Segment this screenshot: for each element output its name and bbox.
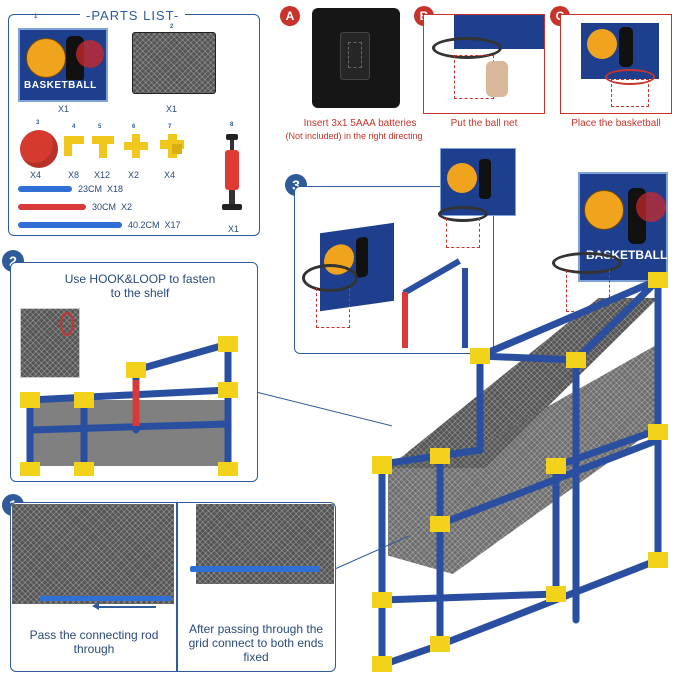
part-8-number: 8 [230, 122, 234, 128]
net-qty: X1 [166, 104, 178, 114]
corner-joint-part-image [160, 134, 184, 158]
floating-backboard-image [440, 148, 516, 216]
part-4-number: 4 [72, 124, 76, 130]
rod-23cm [18, 186, 72, 192]
part-6-number: 6 [132, 124, 136, 130]
step-b-caption: Put the ball net [450, 118, 518, 129]
parts-list-title: -PARTS LIST- [80, 8, 186, 23]
backboard-qty: X1 [58, 104, 70, 114]
step-c-image [560, 14, 672, 114]
ball-part-image [20, 130, 58, 168]
elbow-joint-part-image [64, 136, 84, 156]
step-a-note: (Not included) in the right directing [285, 131, 423, 141]
cross-joint-part-image [124, 134, 148, 158]
step-3-frame-red [402, 292, 408, 348]
part-1-number: 1 [34, 14, 38, 20]
part-3-number: 3 [36, 120, 40, 126]
step-c-caption: Place the basketball [571, 118, 661, 129]
step-1-left-image [12, 504, 174, 604]
arrow-left-icon [96, 606, 156, 608]
part-2-number: 2 [170, 24, 174, 30]
step-2-frame [20, 336, 238, 476]
net-part-image [132, 32, 216, 94]
rod-40cm [18, 222, 122, 228]
pump-qty: X1 [228, 224, 240, 234]
main-frame [372, 272, 668, 672]
ball-qty: X4 [30, 170, 42, 180]
step-3-rim [302, 264, 358, 292]
step-a-caption: Insert 3x1 5AAA batteries [303, 118, 417, 129]
basketball-logo-icon [26, 38, 66, 78]
main-rim [552, 252, 622, 274]
backboard-part-image: BASKETBALL [18, 28, 108, 102]
connecting-rod-left [40, 596, 172, 601]
part-5-number: 5 [98, 124, 102, 130]
step-1-right-image [196, 504, 334, 584]
step-1-right-caption: After passing through the grid connect t… [188, 622, 324, 664]
floating-rim [438, 206, 488, 222]
rod-40cm-label: 40.2CM X17 [128, 220, 181, 230]
rod-30cm-label: 30CM X2 [92, 202, 133, 212]
pump-part-image [222, 134, 242, 218]
backboard-part-text: BASKETBALL [24, 80, 97, 91]
step-3-frame-blue [462, 268, 468, 348]
floating-net [446, 218, 480, 248]
rod-30cm [18, 204, 86, 210]
connecting-rod-right [190, 566, 320, 572]
step-2-caption: Use HOOK&LOOP to fasten to the shelf [64, 272, 216, 300]
step-a-badge: A [280, 6, 300, 26]
rod-23cm-label: 23CM X18 [78, 184, 124, 194]
corner-joint-qty: X4 [164, 170, 176, 180]
tee-joint-qty: X12 [94, 170, 111, 180]
step-3-net [316, 288, 350, 328]
red-splash-icon [76, 40, 104, 68]
battery-box-image [312, 8, 400, 108]
part-7-number: 7 [168, 124, 172, 130]
cross-joint-qty: X2 [128, 170, 140, 180]
hook-loop-strap [60, 312, 74, 336]
step-b-image [423, 14, 545, 114]
step-1-divider [176, 502, 178, 672]
arrow-left-head-icon [92, 602, 99, 610]
step-1-left-caption: Pass the connecting rod through [29, 628, 159, 656]
elbow-joint-qty: X8 [68, 170, 80, 180]
tee-joint-part-image [92, 136, 114, 158]
